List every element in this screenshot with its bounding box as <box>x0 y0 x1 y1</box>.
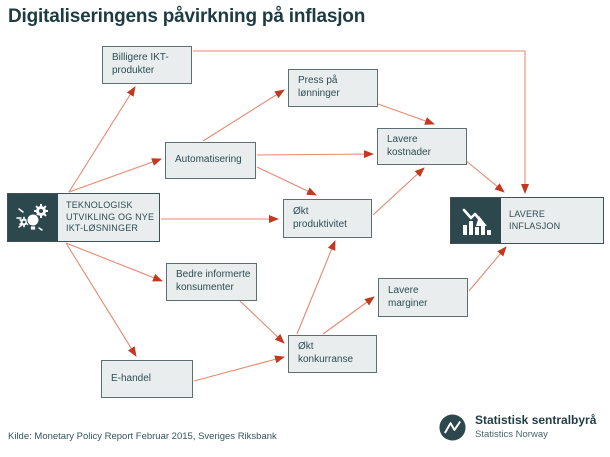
node-billigere-ikt-produkter: Billigere IKT- produkter <box>102 46 192 84</box>
arrow-bedre-informerte-konsumenter-to-okt-konkurranse <box>239 300 285 344</box>
arrow-automatisering-to-press-pa-lonninger <box>202 89 285 142</box>
arrow-automatisering-to-lavere-kostnader <box>256 150 374 159</box>
arrow-okt-produktivitet-to-lavere-kostnader <box>372 167 425 216</box>
declining-chart-icon <box>451 198 501 243</box>
source-note: Kilde: Monetary Policy Report Februar 20… <box>8 431 277 442</box>
page-title: Digitaliseringens påvirkning på inflasjo… <box>8 6 366 27</box>
node-automatisering: Automatisering <box>165 142 256 179</box>
node-label: LAVERE INFLASJON <box>509 208 561 231</box>
node-label: Automatisering <box>175 154 242 166</box>
node-teknologisk-utvikling: TEKNOLOGISK UTVIKLING OG NYE IKT-LØSNING… <box>7 193 160 242</box>
logo-subtitle: Statistics Norway <box>475 429 548 441</box>
node-label: Økt produktivitet <box>293 205 347 230</box>
node-label: Bedre informerte konsumenter <box>176 269 251 293</box>
node-lavere-marginer: Lavere marginer <box>378 278 468 317</box>
arrow-e-handel-to-okt-konkurranse <box>193 355 285 382</box>
arrow-teknologisk-utvikling-to-billigere-ikt-produkter <box>68 86 136 193</box>
arrow-lavere-marginer-to-lavere-inflasjon <box>468 246 507 292</box>
node-okt-konkurranse: Økt konkurranse <box>288 335 377 373</box>
node-okt-produktivitet: Økt produktivitet <box>283 199 372 238</box>
node-label: E-handel <box>111 372 152 384</box>
node-label: Lavere marginer <box>388 284 428 309</box>
node-lavere-inflasjon: LAVERE INFLASJON <box>450 197 604 244</box>
arrow-teknologisk-utvikling-to-e-handel <box>65 242 137 357</box>
arrow-teknologisk-utvikling-to-automatisering <box>68 158 162 193</box>
node-label: Økt konkurranse <box>298 341 354 365</box>
node-label: Press på lønninger <box>298 75 340 99</box>
arrow-okt-konkurranse-to-lavere-marginer <box>322 296 375 335</box>
node-label: TEKNOLOGISK UTVIKLING OG NYE IKT-LØSNING… <box>66 200 155 234</box>
node-press-pa-lonninger: Press på lønninger <box>288 69 378 107</box>
ssb-logo-mark-icon <box>439 414 466 441</box>
arrow-lavere-kostnader-to-lavere-inflasjon <box>464 159 505 193</box>
node-e-handel: E-handel <box>101 360 193 398</box>
arrow-billigere-ikt-produkter-to-lavere-inflasjon <box>193 50 529 194</box>
arrow-okt-konkurranse-to-okt-produktivitet <box>296 240 336 335</box>
node-label: Billigere IKT- produkter <box>112 52 169 76</box>
node-label: Lavere kostnader <box>387 133 431 158</box>
arrow-press-pa-lonninger-to-lavere-kostnader <box>377 103 435 125</box>
arrow-teknologisk-utvikling-to-bedre-informerte-konsumenter <box>65 242 163 282</box>
node-bedre-informerte-konsumenter: Bedre informerte konsumenter <box>166 263 257 301</box>
innovation-icon <box>8 194 58 241</box>
arrow-automatisering-to-okt-produktivitet <box>256 166 317 196</box>
ssb-logo: Statistisk sentralbyrå Statistics Norway <box>438 413 596 442</box>
logo-name: Statistisk sentralbyrå <box>475 413 597 428</box>
node-lavere-kostnader: Lavere kostnader <box>377 128 467 165</box>
